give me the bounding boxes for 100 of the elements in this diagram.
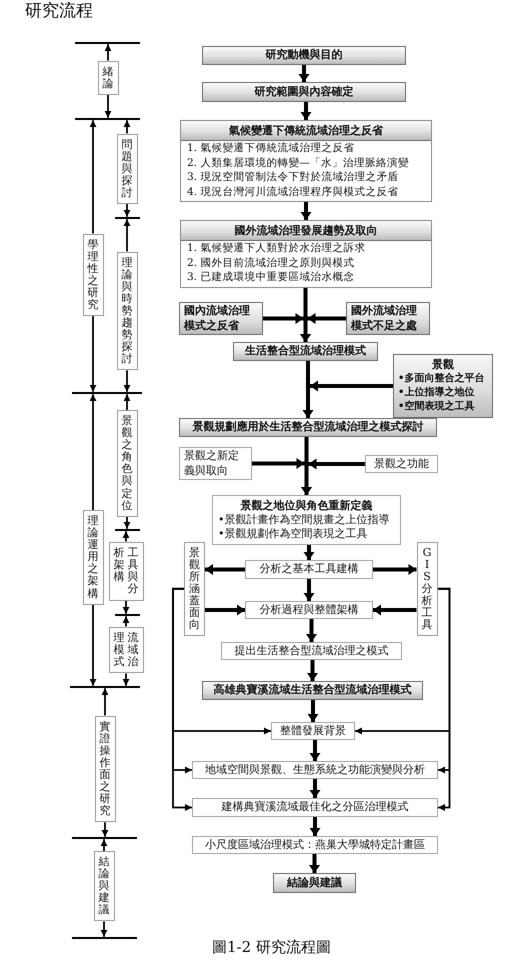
- arrow: [124, 120, 130, 134]
- arrow: [122, 616, 130, 626]
- arrow: [90, 120, 96, 234]
- arrow: [90, 394, 96, 510]
- process-box: [365, 455, 438, 473]
- arrow: [124, 394, 130, 410]
- list-item: •上位指導之地位: [398, 386, 476, 400]
- divider-bar: [75, 118, 140, 120]
- highlight-box: [233, 342, 378, 361]
- arrow: [310, 740, 320, 761]
- phase-box: [82, 234, 104, 316]
- box-heading: 國外流域治理發展趨勢及取向: [181, 221, 431, 241]
- box-label: 研究範圍與內容確定: [254, 84, 354, 100]
- list-item: •多面向整合之平台: [398, 372, 486, 386]
- phase-box: [116, 252, 138, 370]
- divider-bar: [72, 392, 142, 394]
- vertical-label: 問題與探討: [122, 138, 132, 199]
- arrow: [90, 316, 96, 392]
- box-heading: 景觀之地位與角色重新定義: [240, 498, 374, 513]
- arrow: [373, 604, 416, 616]
- box-label: 地域空間與景觀、生態系統之功能演變與分析: [205, 762, 425, 778]
- divider-bar: [70, 686, 140, 688]
- vertical-label: 理論運用之架構: [88, 515, 98, 600]
- highlight-box: [202, 681, 423, 700]
- arrow: [100, 839, 108, 851]
- list-item: •景觀計畫作為空間規畫之上位指導: [218, 513, 390, 527]
- box-heading: 景觀: [431, 357, 455, 372]
- arrow: [302, 380, 394, 418]
- vertical-label: 結論與建議: [98, 856, 110, 916]
- list-item: 2. 人類集居環境的轉變—「水」治理脈絡演變: [186, 156, 410, 170]
- arrow: [304, 579, 314, 601]
- process-box: [192, 836, 438, 854]
- arrow: [205, 604, 245, 616]
- box-label: 研究動機與目的: [266, 48, 342, 63]
- box-label: 提出生活整合型流域治理之模式: [234, 644, 388, 658]
- box-label: 景觀規劃應用於生活整合型流域治理之模式探討: [192, 420, 424, 435]
- arrow: [310, 817, 320, 836]
- arrow: [205, 564, 245, 575]
- list-item: •空間表現之工具: [398, 400, 476, 414]
- arrow: [306, 619, 317, 642]
- arrow: [309, 854, 320, 873]
- arrow: [298, 65, 310, 82]
- page-title: 研究流程: [25, 1, 93, 21]
- arrow: [300, 202, 312, 220]
- vertical-label: 理論與時勢趨勢探討: [122, 256, 132, 366]
- phase-box: [94, 716, 116, 822]
- arrow: [438, 588, 450, 811]
- arrow: [300, 313, 347, 343]
- divider-bar: [115, 614, 140, 616]
- phase-box: [108, 626, 144, 674]
- divider-bar: [72, 836, 137, 840]
- box-label: 結論與建議: [287, 876, 342, 890]
- box-label: 景觀之功能: [374, 456, 429, 472]
- box-heading: 氣候變遷下傳統流域治理之反省: [181, 121, 431, 141]
- box-label: 景觀之新定義與取向: [184, 449, 240, 478]
- process-box: [192, 798, 438, 817]
- list-box: [180, 120, 432, 202]
- list-item: •景觀規劃作為空間表現之工具: [218, 527, 368, 541]
- box-label: 高雄典寶溪流域生活整合型流域治理模式: [214, 683, 412, 698]
- phase-box: [94, 851, 114, 922]
- vertical-label: GIS分析工具: [422, 546, 432, 632]
- box-label: 小尺度區域治理模式：燕巢大學城特定計畫區: [205, 838, 425, 852]
- vertical-label: 景觀所涵蓋面向: [189, 546, 200, 632]
- arrow: [124, 204, 130, 217]
- list-item: 2. 國外目前流域治理之原則與模式: [186, 256, 356, 270]
- arrow: [104, 94, 112, 118]
- arrow: [102, 822, 108, 837]
- arrow: [172, 588, 192, 811]
- arrow: [310, 779, 320, 798]
- vertical-label: 學理性之研究: [88, 238, 98, 312]
- box-label: 分析過程與整體架構: [260, 602, 358, 618]
- arrow: [301, 458, 366, 496]
- highlight-box: [202, 46, 406, 65]
- highlight-box: [202, 82, 406, 102]
- process-box: [192, 761, 438, 779]
- arrow: [90, 604, 96, 686]
- arrow: [124, 516, 130, 529]
- list-item: 3. 現況空間管制法令下對於流域治理之矛盾: [186, 170, 400, 184]
- arrow: [124, 370, 130, 392]
- arrow: [100, 921, 108, 937]
- divider-bar: [75, 42, 140, 44]
- process-box: [245, 560, 373, 579]
- vertical-label: 流域治理模式: [114, 632, 138, 668]
- arrow: [307, 660, 318, 681]
- divider-bar: [72, 936, 137, 940]
- phase-box: [82, 510, 104, 605]
- arrow: [300, 102, 312, 120]
- arrow: [304, 545, 314, 560]
- note-box: [212, 495, 401, 545]
- arrow: [104, 44, 112, 60]
- list-item: 4. 現況台灣河川流域治理程序與模式之反省: [186, 184, 400, 199]
- vertical-label: 實證操作面之研究: [100, 720, 110, 818]
- arrow: [122, 600, 130, 614]
- vertical-label: 景觀之角色與定位: [122, 415, 132, 512]
- phase-box: [416, 542, 438, 636]
- highlight-box: [346, 302, 430, 335]
- process-box: [271, 722, 355, 740]
- box-label: 整體發展背景: [280, 724, 346, 738]
- list-item: 1. 氣候變遷下傳統流域治理之反省: [186, 141, 356, 156]
- arrow: [124, 219, 130, 252]
